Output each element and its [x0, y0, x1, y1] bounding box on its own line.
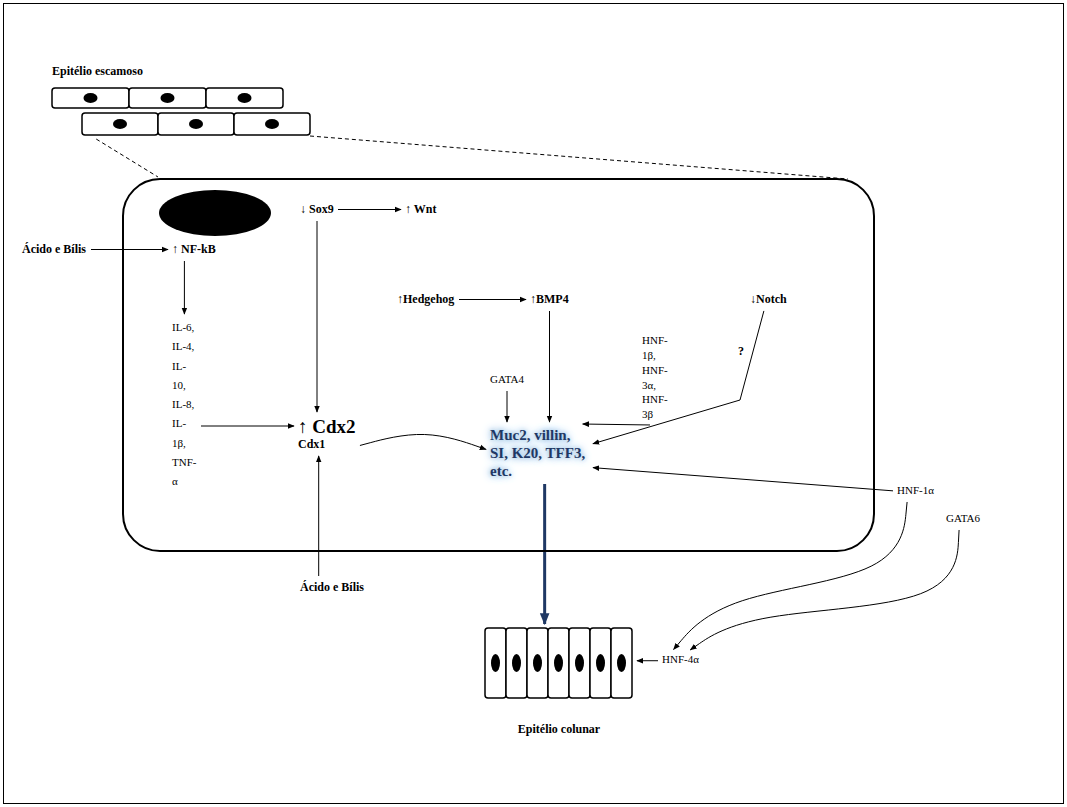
- connector-arrow: [360, 434, 486, 449]
- connectors: [91, 139, 959, 661]
- nucleus: [491, 654, 500, 672]
- nucleus: [189, 119, 203, 129]
- nucleus: [596, 654, 605, 672]
- node-text: ↑Hedgehog: [397, 292, 455, 306]
- connector-arrow: [201, 426, 294, 427]
- squamous-cells: [52, 88, 310, 135]
- connector-arrow: [637, 660, 658, 661]
- squamous-nuclei: [84, 93, 280, 129]
- outer-frame: [4, 4, 1064, 804]
- nucleus: [617, 654, 626, 672]
- connector-arrow: [593, 311, 764, 444]
- cell-nucleus: [159, 190, 271, 236]
- node-text: HNF-1α: [897, 484, 934, 497]
- node-text: Epitélio escamoso: [52, 64, 310, 78]
- squamous-epithelium: Epitélio escamoso: [50, 62, 312, 138]
- node-text: HNF-1β, HNF-3α, HNF-3β: [642, 333, 668, 422]
- factor-list: HNF-1β, HNF-3α, HNF-3β: [640, 331, 670, 425]
- stimulus-label: Ácido e Bílis: [298, 578, 367, 597]
- cytokine-list: IL-6, IL-4, IL-10, IL-8, IL-1β, TNF-α: [170, 316, 199, 494]
- node-text: ↑BMP4: [530, 292, 569, 306]
- connector-arrow: [583, 424, 650, 426]
- connector-arrow: [459, 299, 526, 300]
- columnar-cell: [527, 628, 548, 698]
- nucleus: [113, 119, 127, 129]
- node-text: IL-6, IL-4, IL-10, IL-8, IL-1β, TNF-α: [172, 318, 196, 491]
- nucleus: [512, 654, 521, 672]
- connector-arrow: [184, 261, 185, 314]
- columnar-cell: [569, 628, 590, 698]
- connector-arrow: [91, 249, 168, 250]
- cell-outline: ↓ Sox9 ↑ Wnt ↑ NF-kB ↑Hedgehog ↑BMP4 ↓NotchHN…: [122, 178, 875, 552]
- columnar-cell: [548, 628, 569, 698]
- node-text: Cdx1: [298, 438, 356, 452]
- zoom-connector: [96, 139, 158, 177]
- node-text: ↑ NF-kB: [172, 242, 216, 256]
- factor-label: ↑ Wnt: [403, 200, 439, 219]
- connector-arrow: [318, 456, 319, 576]
- columnar-cell: [506, 628, 527, 698]
- nucleus: [533, 654, 542, 672]
- node-text: GATA6: [946, 512, 980, 525]
- nucleus: [238, 93, 252, 103]
- connector-arrow: [507, 391, 508, 422]
- columnar-nuclei: [491, 654, 626, 672]
- squamous-cell: [52, 88, 129, 108]
- connector-arrow: [690, 530, 959, 650]
- node-text: Ácido e Bílis: [300, 580, 365, 594]
- columnar-cell: [611, 628, 632, 698]
- squamous-cell: [206, 88, 283, 108]
- node-text: ↑ Wnt: [405, 202, 437, 216]
- node-text: Ácido e Bílis: [22, 242, 87, 256]
- connector-arrow: [593, 468, 893, 491]
- factor-label: GATA6: [944, 510, 982, 528]
- node-text: GATA4: [490, 373, 524, 386]
- squamous-cell: [129, 88, 206, 108]
- stimulus-label: Ácido e Bílis: [20, 240, 89, 259]
- node-text: ↓Notch: [750, 292, 787, 306]
- target-genes: Muc2, villin, SI, K20, TFF3, etc.: [488, 424, 591, 482]
- nucleus: [84, 93, 98, 103]
- factor-label: ↑Hedgehog: [395, 290, 457, 309]
- nucleus: [265, 119, 279, 129]
- factor-label: HNF-4α: [660, 651, 701, 669]
- factor-label: ↑BMP4: [528, 290, 571, 309]
- factor-label: ↓ Sox9: [298, 200, 336, 219]
- node-text: ↓ Sox9: [300, 202, 334, 216]
- nucleus: [554, 654, 563, 672]
- edge-label: ?: [737, 344, 745, 358]
- factor-label: HNF-1α: [895, 482, 936, 500]
- factor-label: GATA4: [488, 371, 526, 389]
- connector-arrow: [317, 221, 318, 412]
- factor-label: ↓Notch: [748, 290, 789, 309]
- node-text: HNF-4α: [662, 653, 699, 666]
- squamous-cell: [82, 113, 158, 135]
- node-text: ↑ Cdx2: [298, 416, 356, 438]
- columnar-epithelium: Epitélio colunar: [483, 626, 635, 738]
- nucleus: [575, 654, 584, 672]
- columnar-cell: [485, 628, 506, 698]
- connector-arrow: [338, 209, 401, 210]
- connector-arrow: [543, 484, 546, 624]
- node-text: Epitélio colunar: [518, 722, 600, 736]
- nucleus: [161, 93, 175, 103]
- zoom-line: [310, 136, 848, 179]
- cdx-label: ↑ Cdx2Cdx1: [296, 414, 358, 454]
- connector-arrow: [674, 502, 908, 649]
- squamous-cell: [234, 113, 310, 135]
- columnar-cell: [590, 628, 611, 698]
- factor-label: ↑ NF-kB: [170, 240, 218, 259]
- node-text: Muc2, villin, SI, K20, TFF3, etc.: [490, 426, 589, 480]
- columnar-cells: [485, 628, 632, 698]
- squamous-cell: [158, 113, 234, 135]
- connector-arrow: [549, 311, 550, 422]
